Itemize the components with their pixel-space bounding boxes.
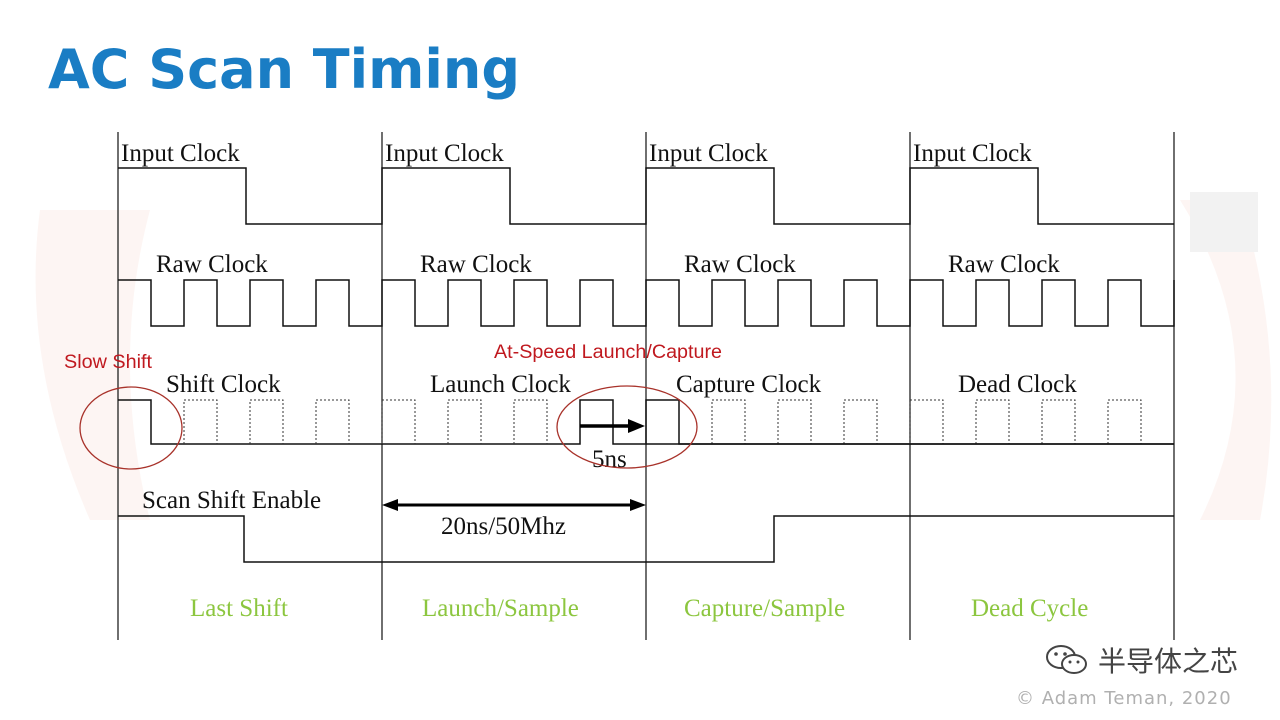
watermark-text: 半导体之芯: [1097, 645, 1238, 678]
phase-label: Capture/Sample: [684, 595, 845, 622]
raw-clock-label: Raw Clock: [156, 251, 268, 278]
slide-title: AC Scan Timing: [48, 38, 521, 101]
slow-shift-highlight: [79, 386, 183, 470]
capture-clock-label: Capture Clock: [676, 371, 822, 398]
shift-clock-waveform: [118, 399, 1174, 445]
input-clock-label: Input Clock: [121, 140, 240, 167]
slow-shift-annotation: Slow Shift: [64, 352, 153, 373]
phase-label: Dead Cycle: [971, 595, 1088, 622]
period-arrow: [382, 499, 646, 511]
shift-clock-label: Shift Clock: [166, 371, 281, 398]
launch-clock-label: Launch Clock: [430, 371, 571, 398]
scan-shift-enable-waveform: [118, 515, 1174, 563]
raw-clock-waveform: [118, 279, 1175, 327]
phase-label: Launch/Sample: [422, 595, 579, 622]
input-clock-waveform: [118, 167, 1174, 225]
at-speed-annotation: At-Speed Launch/Capture: [494, 342, 722, 363]
copyright: © Adam Teman, 2020: [1016, 688, 1232, 709]
raw-clock-label: Raw Clock: [420, 251, 532, 278]
input-clock-label: Input Clock: [649, 140, 768, 167]
raw-clock-label: Raw Clock: [948, 251, 1060, 278]
scan-shift-enable-label: Scan Shift Enable: [142, 487, 321, 514]
launch-capture-highlight: [556, 385, 698, 469]
input-clock-label: Input Clock: [385, 140, 504, 167]
period-label: 20ns/50Mhz: [441, 513, 566, 540]
phase-label: Last Shift: [190, 595, 288, 622]
background-decoration: [35, 200, 1272, 520]
wechat-icon: [1045, 645, 1087, 674]
dead-clock-label: Dead Clock: [958, 371, 1077, 398]
raw-clock-label: Raw Clock: [684, 251, 796, 278]
delay-label: 5ns: [592, 446, 627, 473]
delay-arrow: [580, 419, 645, 433]
watermark: 半导体之芯: [1044, 640, 1238, 680]
input-clock-label: Input Clock: [913, 140, 1032, 167]
gated-clock-dotted-waveform: [183, 399, 1142, 444]
background-square: [1190, 192, 1258, 252]
